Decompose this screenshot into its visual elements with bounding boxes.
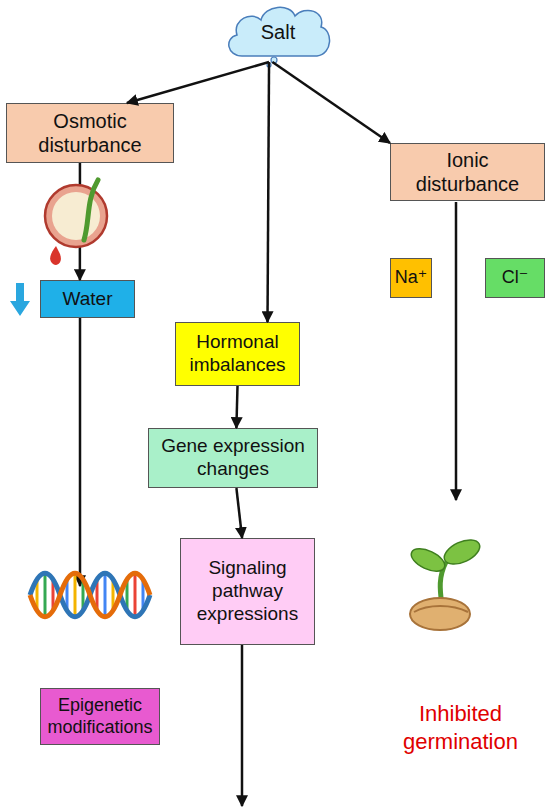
box-text: Signaling pathway expressions [185,557,310,625]
box-text: Gene expression changes [153,435,313,481]
box-text: Ionic disturbance [395,148,540,196]
box-text: Osmotic disturbance [11,109,169,157]
dna-strand [30,573,150,617]
box-text: Water [63,288,113,311]
process-box: Epigenetic modifications [40,688,160,745]
process-box: Cl⁻ [485,258,545,298]
dna-rung [126,581,129,609]
seedling-illustration [408,535,484,630]
dna-rung [44,574,47,616]
seed-coat [45,185,107,247]
seedling-stem [440,562,446,606]
process-box: Osmotic disturbance [6,103,174,163]
dna-rung [104,574,107,616]
dna-rung [36,581,39,609]
stressor-cloud: Salt [222,2,334,62]
box-text: Salt [261,20,295,44]
process-box: Signaling pathway expressions [180,538,315,645]
dna-rung [112,581,115,609]
box-text: Na⁺ [395,267,428,289]
arrow-connector [236,386,237,428]
seedling-leaf [408,544,448,576]
dna-rung [142,581,145,609]
dna-rung [134,574,137,616]
arrow-connector [79,163,82,280]
dna-rung [96,581,99,609]
arrow-connector [268,62,270,322]
dna-rung [74,574,77,616]
dna-rung [52,581,55,609]
seed-body [52,192,100,240]
leader-arrow [241,645,244,806]
outcome-label: Inhibited germination [378,700,543,755]
dna-rung [82,581,85,609]
process-box: Hormonal imbalances [175,322,300,386]
dna-strand [30,573,150,617]
seed-illustration [45,180,107,265]
leader-arrow [455,202,458,500]
seed-coat [410,598,470,630]
water-drop [50,246,61,265]
dna-rung [66,581,69,609]
process-box: Ionic disturbance [390,143,545,201]
dna-helix-illustration [30,573,150,617]
process-box: Na⁺ [390,258,432,298]
leader-arrow [79,318,82,586]
cloud-bubble [267,63,271,67]
arrow-connector [236,488,242,538]
seed-sprout [84,180,98,240]
arrow-connector [272,62,390,143]
box-text: Epigenetic modifications [45,695,155,738]
cloud-bubble [271,57,277,63]
process-box: Gene expression changes [148,428,318,488]
process-box: Water [40,280,135,318]
cloud-shape [229,7,330,56]
seed-split [414,606,468,612]
box-text: Cl⁻ [502,267,529,289]
decrease-arrow-symbol [10,283,30,316]
box-text: Hormonal imbalances [180,331,295,377]
arrow-connector [127,62,269,103]
seedling-leaf [441,535,484,569]
